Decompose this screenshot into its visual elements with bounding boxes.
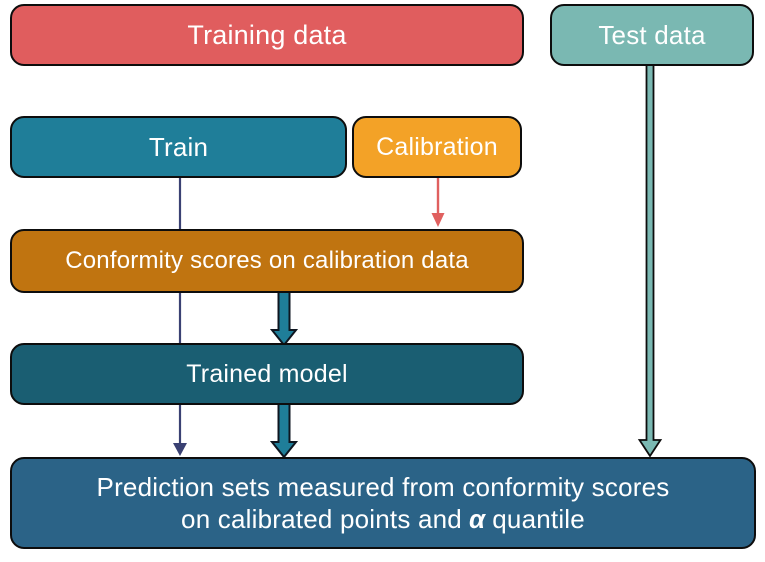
calibration-box: Calibration xyxy=(352,116,522,178)
trained-model-label: Trained model xyxy=(186,359,348,388)
conformity-scores-box: Conformity scores on calibration data xyxy=(10,229,524,293)
training-data-label: Training data xyxy=(187,19,347,50)
calibration-to-conformity-arrow xyxy=(431,178,445,227)
prediction-sets-line1: Prediction sets measured from conformity… xyxy=(96,471,670,502)
test-data-box: Test data xyxy=(550,4,754,66)
prediction-sets-line2-suffix: quantile xyxy=(492,504,585,534)
train-label: Train xyxy=(148,131,209,162)
test-data-to-prediction-arrow xyxy=(637,62,663,458)
trained-model-to-prediction-arrow xyxy=(269,403,299,459)
training-data-box: Training data xyxy=(10,4,524,66)
alpha-symbol: α xyxy=(468,504,486,534)
train-to-prediction-arrow xyxy=(173,178,187,456)
conformity-scores-label: Conformity scores on calibration data xyxy=(65,247,469,274)
test-data-label: Test data xyxy=(598,19,706,50)
conformity-to-trained-model-arrow xyxy=(269,291,299,347)
calibration-label: Calibration xyxy=(376,132,498,161)
prediction-sets-box: Prediction sets measured from conformity… xyxy=(10,457,756,549)
trained-model-box: Trained model xyxy=(10,343,524,405)
prediction-sets-line2-text: on calibrated points and xyxy=(181,504,462,534)
train-box: Train xyxy=(10,116,347,178)
